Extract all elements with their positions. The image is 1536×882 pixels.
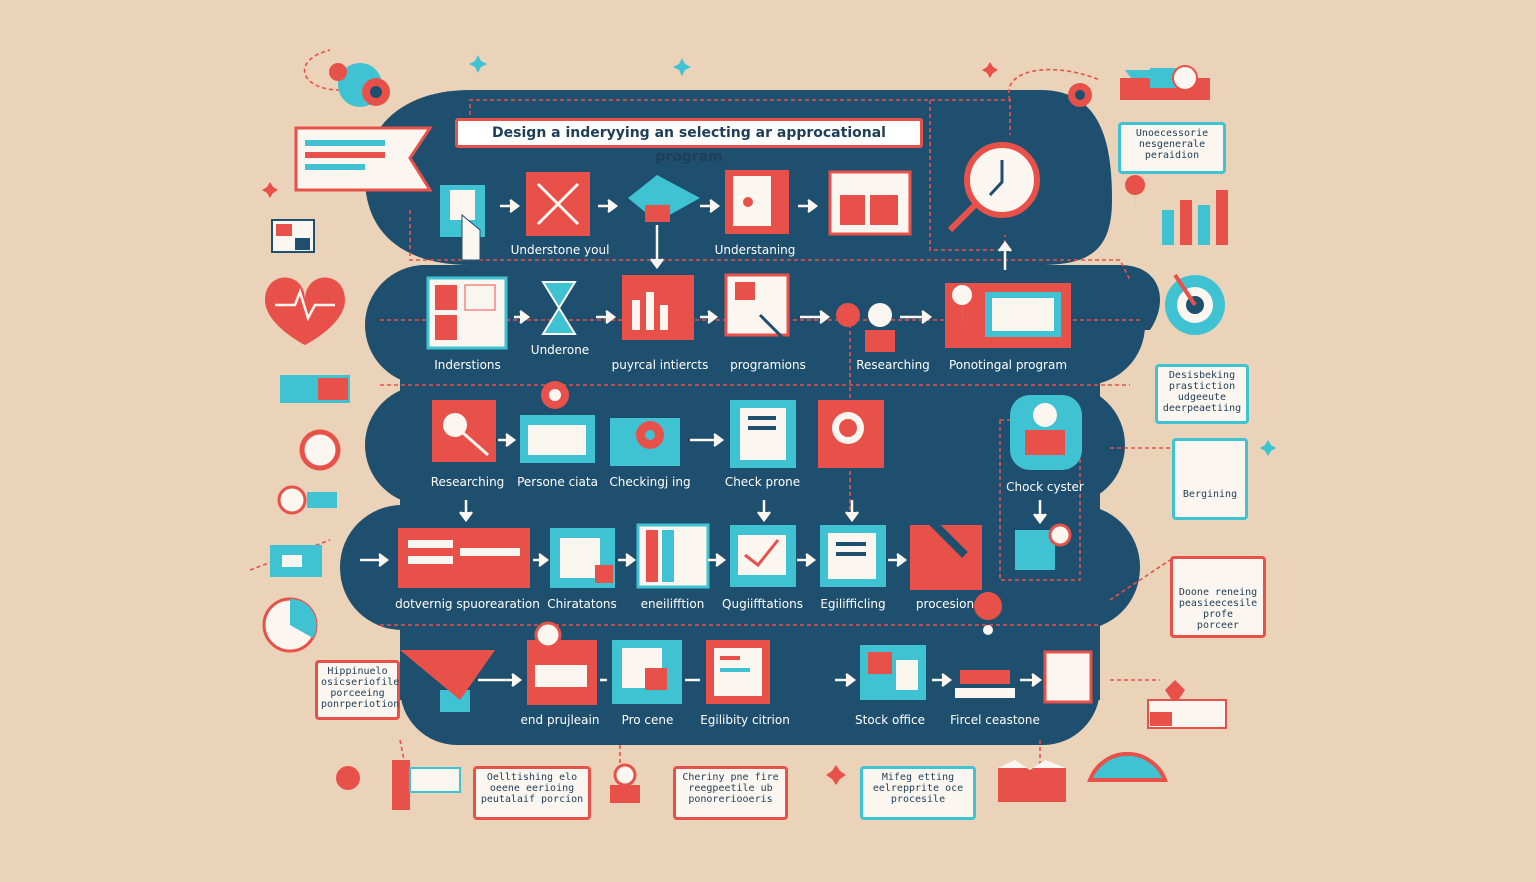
- row4-label-2: Chiratatons: [547, 597, 617, 611]
- row2-label-1: Inderstions: [434, 358, 501, 372]
- card-lower-right-line-2: peasieecesile: [1178, 598, 1258, 609]
- row3-label-1: Researching: [430, 475, 505, 489]
- card-mid-right: Desisbeking prastiction udgeeute deerpea…: [1155, 364, 1249, 424]
- row5-label-4: Stock office: [855, 713, 925, 727]
- card-bottom-2-line-3: ponoreriooeris: [688, 794, 773, 805]
- card-bottom-3: Mifeg etting eelrepprite oce procesile: [860, 766, 976, 820]
- flow-arrows: [360, 199, 1047, 687]
- left-decorations: [262, 63, 495, 810]
- row-1-icons: [440, 142, 1040, 261]
- row5-label-2: Pro cene: [621, 713, 674, 727]
- row2-label-3: puyrcal intiercts: [611, 358, 709, 372]
- card-right-badge: Bergining: [1172, 438, 1248, 520]
- right-decorations: [610, 65, 1228, 803]
- row-4-icons: [398, 507, 1072, 590]
- row3-label-4: Check prone: [724, 475, 801, 489]
- card-bottom-1-line-2: oeene eerioing: [489, 783, 575, 794]
- card-top-right-line-2: nesgenerale: [1138, 139, 1206, 150]
- card-bottom-2: Cheriny pne fire reegpeetile ub ponoreri…: [673, 766, 788, 820]
- row4-label-3: eneilifftion: [640, 597, 705, 611]
- diagram-title: Design a inderyying an selecting ar appr…: [455, 118, 923, 165]
- card-left-line-4: ponrperiotion: [321, 699, 400, 710]
- card-lower-right-line-3: profe: [1202, 609, 1234, 620]
- row1-label-2: Understaning: [714, 243, 796, 257]
- row4-label-6: procesion: [915, 597, 975, 611]
- card-mid-right-line-4: deerpeaetiing: [1162, 403, 1242, 414]
- row-2-icons: [426, 273, 1071, 352]
- row-3-icons: [432, 381, 1082, 470]
- card-bottom-1-line-1: Oelltishing elo: [486, 772, 578, 783]
- row5-label-5: Fircel ceastone: [950, 713, 1040, 727]
- card-lower-right: Doone reneing peasieecesile profe porcee…: [1170, 556, 1266, 638]
- row3-label-2: Persone ciata: [517, 475, 598, 489]
- card-lower-right-line-4: porceer: [1196, 620, 1240, 631]
- row-5-icons: [440, 592, 1093, 712]
- row2-label-2: Underone: [530, 343, 590, 357]
- row4-label-1: dotvernig spuorearation: [395, 597, 540, 611]
- card-mid-right-line-2: prastiction: [1168, 381, 1236, 392]
- card-left-line-3: porceeing: [330, 688, 385, 699]
- card-lower-right-line-1: Doone reneing: [1178, 587, 1258, 598]
- row5-label-1: end prujleain: [520, 713, 600, 727]
- card-bottom-3-line-2: eelrepprite oce: [872, 783, 964, 794]
- card-left-line-2: osicseriofile: [321, 677, 400, 688]
- card-top-right: Unoecessorie nesgenerale peraidion: [1118, 122, 1226, 174]
- card-bottom-2-line-2: reegpeetile ub: [688, 783, 773, 794]
- card-left-line-1: Hippinuelo: [327, 666, 388, 677]
- card-mid-right-line-1: Desisbeking: [1168, 370, 1236, 381]
- card-bottom-2-line-1: Cheriny pne fire: [682, 772, 779, 783]
- card-left: Hippinuelo osicseriofile porceeing ponrp…: [315, 660, 400, 720]
- row3-label-3: Checkingj ing: [609, 475, 691, 489]
- card-right-badge-text: Bergining: [1182, 489, 1238, 500]
- row2-label-6: Ponotingal program: [948, 358, 1068, 372]
- row2-label-5: Researching: [856, 358, 930, 372]
- row5-label-3: Egilibity citrion: [700, 713, 790, 727]
- card-bottom-1: Oelltishing elo oeene eerioing peutalaif…: [473, 766, 591, 820]
- sparkle-decorations: [262, 55, 1276, 785]
- card-bottom-3-line-3: procesile: [890, 794, 946, 805]
- row3-label-5: Chock cyster: [1006, 480, 1084, 494]
- card-mid-right-line-3: udgeeute: [1177, 392, 1227, 403]
- row1-label-1: Understone youl: [510, 243, 610, 257]
- row4-label-4: Qugiifftations: [722, 597, 803, 611]
- row4-label-5: Egilifficling: [820, 597, 886, 611]
- row2-label-4: programions: [730, 358, 806, 372]
- card-top-right-line-1: Unoecessorie: [1135, 128, 1209, 139]
- card-bottom-1-line-3: peutalaif porcion: [480, 794, 584, 805]
- card-bottom-3-line-1: Mifeg etting: [881, 772, 955, 783]
- card-top-right-line-3: peraidion: [1144, 150, 1200, 161]
